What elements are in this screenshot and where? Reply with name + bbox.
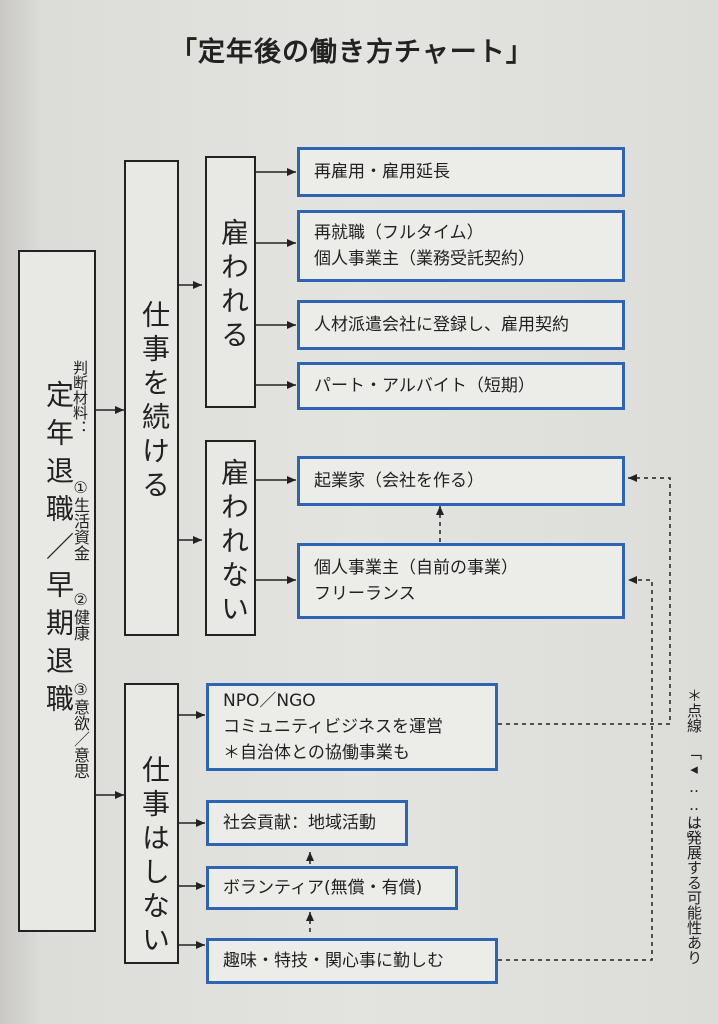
no-work-label: 仕事はしない — [138, 755, 171, 959]
outcome-npo-line3: ＊自治体との協働事業も — [223, 743, 410, 763]
outcome-sole-line2: フリーランス — [314, 584, 416, 604]
criteria-health: ②健康 — [71, 590, 90, 641]
employed-label: 雇われる — [217, 218, 250, 354]
outcome-contribution-text: 社会貢献：地域活動 — [223, 813, 376, 833]
outcome-founder-text: 起業家（会社を作る） — [314, 471, 484, 491]
note-development: は発展する可能性あり — [685, 815, 703, 965]
no-work-box — [124, 683, 179, 964]
root-label: 定年退職／早期退職 — [42, 380, 75, 722]
outcome-rejob: 再就職（フルタイム） 個人事業主（業務受託契約） — [297, 210, 625, 282]
outcome-npo-line1: NPO／NGO — [223, 691, 316, 711]
outcome-reemployment-text: 再雇用・雇用延長 — [314, 162, 450, 182]
continue-work-box — [124, 160, 179, 636]
outcome-npo-line2: コミュニティビジネスを運営 — [223, 717, 443, 737]
chart-title: 「定年後の働き方チャート」 — [170, 37, 534, 68]
criteria-living-funds: ①生活資金 — [71, 478, 90, 561]
outcome-reemployment: 再雇用・雇用延長 — [297, 147, 625, 197]
root-box — [18, 250, 96, 932]
outcome-volunteer-text: ボランティア(無償・有償) — [223, 878, 423, 898]
criteria-motivation: ③意欲／意思 — [71, 680, 90, 779]
outcome-sole-proprietor: 個人事業主（自前の事業） フリーランス — [297, 543, 625, 619]
continue-work-label: 仕事を続ける — [138, 300, 171, 504]
outcome-rejob-line1: 再就職（フルタイム） — [314, 223, 484, 243]
outcome-parttime-text: パート・アルバイト（短期） — [314, 376, 535, 396]
employed-box — [205, 156, 256, 408]
outcome-hobby-text: 趣味・特技・関心事に勤しむ — [223, 951, 444, 971]
not-employed-label: 雇われない — [217, 458, 250, 628]
outcome-volunteer: ボランティア(無償・有償) — [206, 866, 458, 910]
outcome-staffing: 人材派遣会社に登録し、雇用契約 — [297, 300, 625, 350]
outcome-npo: NPO／NGO コミュニティビジネスを運営 ＊自治体との協働事業も — [206, 683, 498, 771]
not-employed-box — [205, 440, 256, 636]
outcome-staffing-text: 人材派遣会社に登録し、雇用契約 — [314, 315, 569, 335]
criteria-label: 判断材料： — [71, 360, 89, 435]
outcome-rejob-line2: 個人事業主（業務受託契約） — [314, 249, 535, 269]
outcome-contribution: 社会貢献：地域活動 — [206, 800, 408, 846]
outcome-founder: 起業家（会社を作る） — [297, 456, 625, 506]
outcome-parttime: パート・アルバイト（短期） — [297, 362, 625, 410]
outcome-hobby: 趣味・特技・関心事に勤しむ — [206, 938, 498, 984]
note-dotted-symbol: 「◂‥‥‥」 — [685, 745, 703, 847]
note-dotted-line: ＊点線 — [685, 688, 703, 733]
outcome-sole-line1: 個人事業主（自前の事業） — [314, 558, 518, 578]
